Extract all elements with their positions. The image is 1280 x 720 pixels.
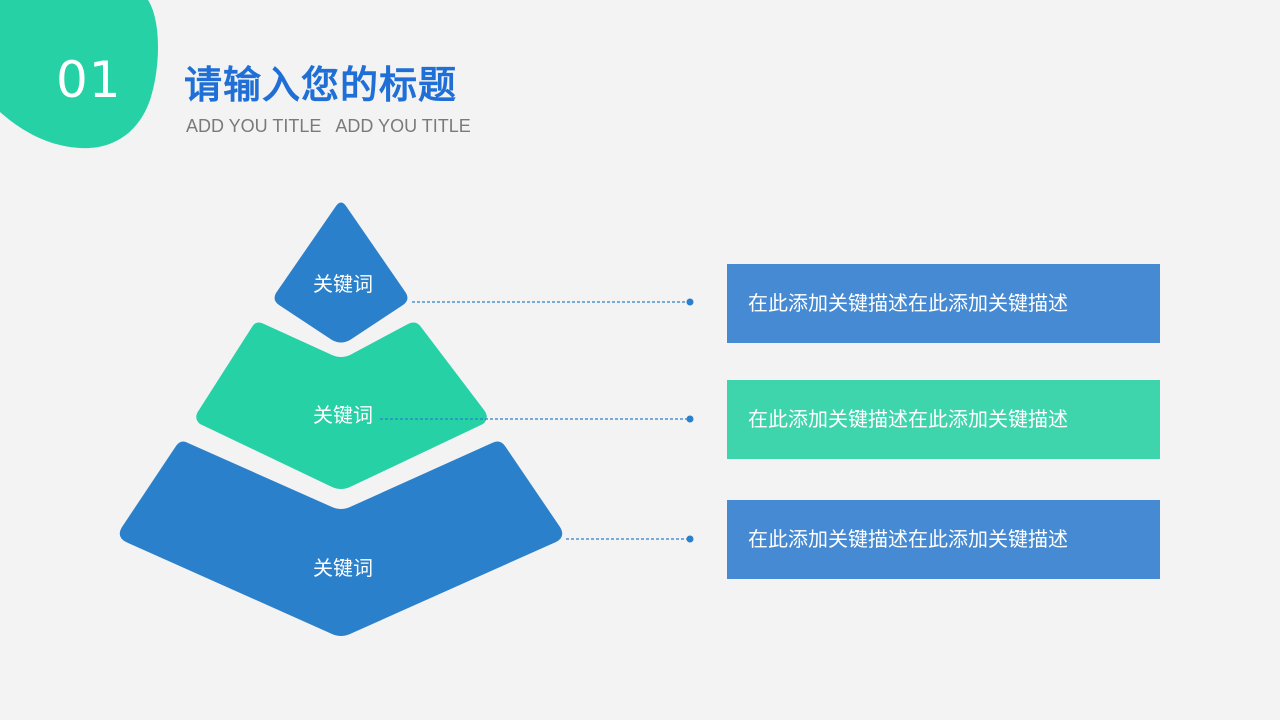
connector-dot-top (686, 298, 694, 306)
tier-label-top: 关键词 (313, 272, 373, 296)
description-box-bottom: 在此添加关键描述在此添加关键描述 (727, 500, 1160, 579)
page-subtitle: ADD YOU TITLE ADD YOU TITLE (186, 116, 471, 136)
description-box-middle: 在此添加关键描述在此添加关键描述 (727, 380, 1160, 459)
pyramid-tier-bottom (119, 441, 563, 636)
tier-label-middle: 关键词 (313, 403, 373, 427)
section-number: 01 (56, 51, 122, 109)
corner-blob-shape (0, 0, 158, 149)
connector-dot-middle (686, 415, 694, 423)
description-box-top: 在此添加关键描述在此添加关键描述 (727, 264, 1160, 343)
pyramid-tier-top (274, 202, 408, 343)
tier-label-bottom: 关键词 (313, 556, 373, 580)
pyramid-tier-middle (196, 322, 487, 489)
page-title: 请输入您的标题 (184, 63, 458, 107)
connector-dot-bottom (686, 535, 694, 543)
